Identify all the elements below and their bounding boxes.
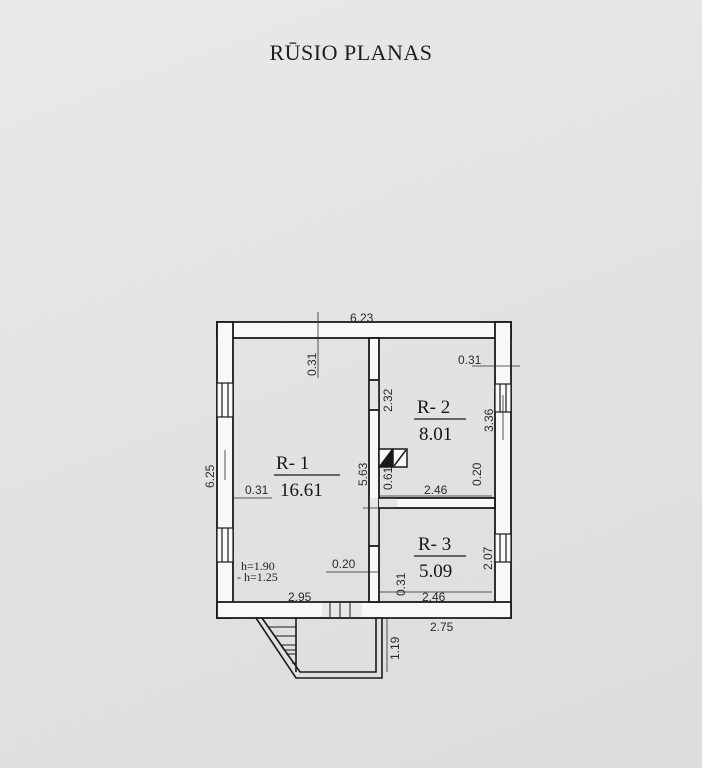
dim-right-total: 2.75 xyxy=(430,620,454,634)
chimney xyxy=(378,447,408,468)
plan-title: RŪSIO PLANAS xyxy=(269,40,433,65)
dim-partition: 0.20 xyxy=(332,557,356,571)
dim-r2-width: 2.46 xyxy=(424,483,448,497)
dim-stair-depth: 1.19 xyxy=(388,636,402,660)
height-note-2: - h=1.25 xyxy=(237,570,278,584)
dim-chimney: 0.61 xyxy=(381,466,395,490)
room-r3-id: R- 3 xyxy=(418,534,451,555)
room-r2-id: R- 2 xyxy=(417,397,450,418)
wall-partition-vertical xyxy=(368,337,380,603)
dim-r2-right-outer: 3.36 xyxy=(482,408,496,432)
room-r3-area: 5.09 xyxy=(419,561,452,582)
dim-left-total: 6.25 xyxy=(203,464,217,488)
dim-r3-wall: 0.31 xyxy=(394,572,408,596)
room-r2: R- 2 8.01 xyxy=(414,397,466,445)
height-notes: h=1.90 - h=1.25 xyxy=(237,559,278,584)
room-r1: R- 1 16.61 xyxy=(274,453,340,501)
dimension-labels: 6.23 0.31 6.25 0.31 5.63 2.32 0.31 3.36 … xyxy=(203,311,496,660)
dim-r2-partition-bottom: 0.20 xyxy=(470,462,484,486)
windows-left xyxy=(216,382,234,563)
dim-r3-height: 2.07 xyxy=(481,546,495,570)
room-r1-area: 16.61 xyxy=(280,480,323,501)
dim-r1-wall-left: 0.31 xyxy=(245,483,269,497)
stair xyxy=(255,617,383,679)
dim-r1-height: 5.63 xyxy=(356,462,370,486)
stair-opening xyxy=(322,603,362,617)
dim-r1-bottom-width: 2.95 xyxy=(288,590,312,604)
dim-r2-height: 2.32 xyxy=(381,388,395,412)
door-jambs xyxy=(369,379,379,547)
dim-r3-width: 2.46 xyxy=(422,590,446,604)
room-r2-area: 8.01 xyxy=(419,424,452,445)
dim-r1-wall-top: 0.31 xyxy=(305,352,319,376)
room-r3: R- 3 5.09 xyxy=(414,534,466,582)
dimension-lines xyxy=(224,312,520,672)
door-openings xyxy=(369,380,397,546)
dim-r2-wall-top: 0.31 xyxy=(458,353,482,367)
room-r1-id: R- 1 xyxy=(276,453,309,474)
dim-top-total: 6.23 xyxy=(350,311,374,325)
wall-bottom xyxy=(216,601,512,619)
height-note-1: h=1.90 xyxy=(241,559,275,573)
